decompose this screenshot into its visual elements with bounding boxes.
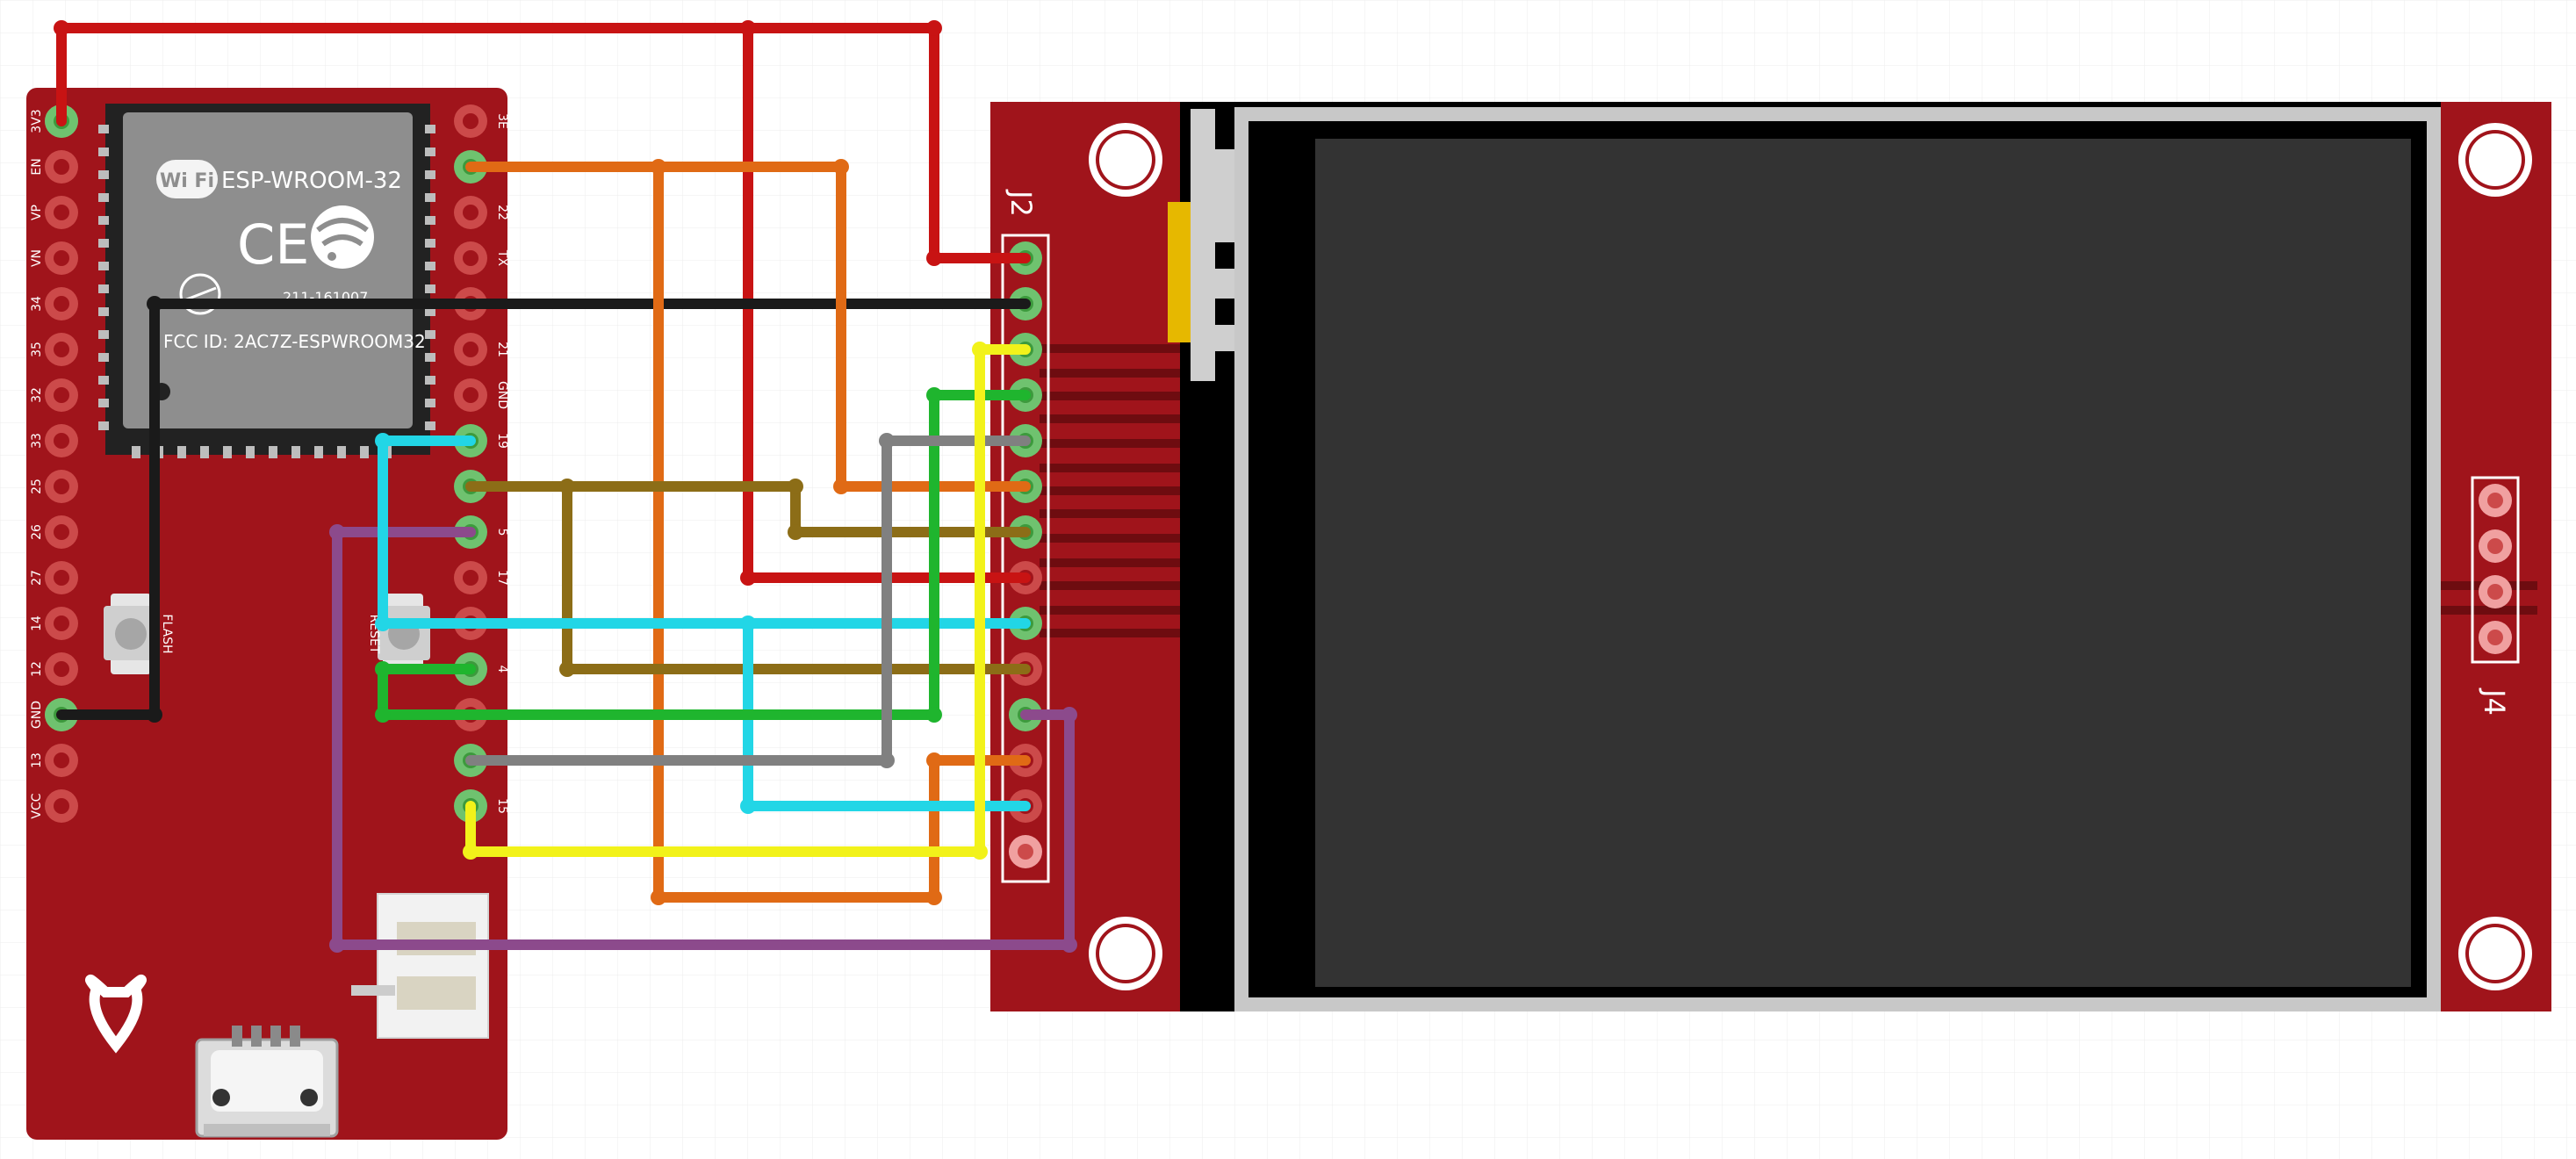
- pin-label-21: 21: [495, 342, 509, 357]
- micro-usb-connector: [195, 1026, 339, 1138]
- flash-button[interactable]: [104, 594, 158, 674]
- mounting-holes: [1089, 123, 2532, 990]
- pin-label-gnd-left: GND: [30, 701, 44, 729]
- pin-label-25: 25: [30, 479, 44, 494]
- pin-label-26: 26: [30, 524, 44, 540]
- right-pin-labels: 3E 22 TX 21 GND 19 5 17 4 15: [495, 113, 509, 814]
- pin-label-32: 32: [30, 387, 44, 403]
- wire-olive-1[interactable]: [465, 481, 1031, 537]
- pin-label-12: 12: [30, 661, 44, 677]
- board-logo-icon: [84, 975, 148, 1054]
- j4-header: [2471, 476, 2520, 664]
- pin-label-22: 22: [495, 205, 509, 220]
- pin-label-3e: 3E: [495, 113, 509, 129]
- esp32-left-header: [45, 104, 78, 823]
- mic-mark-icon: [179, 273, 221, 315]
- wire-green[interactable]: [378, 390, 1031, 720]
- pin-label-3v3: 3V3: [30, 109, 44, 133]
- tft-display-module: J2 J4: [990, 102, 2551, 1011]
- j2-label: J2: [1004, 189, 1038, 217]
- pin-label-27: 27: [30, 570, 44, 586]
- j2-header: [1001, 234, 1050, 883]
- lcd-screen: [1315, 139, 2411, 987]
- j4-label: J4: [2478, 687, 2511, 716]
- esp32-board: Wi Fi ESP-WROOM-32 CE 211-161007 FCC ID:…: [26, 88, 509, 1140]
- left-pin-labels: 3V3 EN VP VN 34 35 32 33 25 26 27 14 12 …: [30, 109, 44, 818]
- reset-button[interactable]: [378, 594, 430, 674]
- pin-label-vp: VP: [30, 205, 44, 220]
- flex-cable-gold: [1168, 202, 1192, 342]
- module-pads: [98, 125, 435, 458]
- pin-label-15: 15: [495, 798, 509, 814]
- pin-label-4: 4: [495, 666, 509, 673]
- pin-label-13: 13: [30, 752, 44, 768]
- module-name-label: ESP-WROOM-32: [221, 168, 402, 194]
- pin-label-17: 17: [495, 570, 509, 586]
- ce-mark: CE: [237, 212, 309, 277]
- pin-label-gnd-right: GND: [495, 381, 509, 409]
- pin-label-19: 19: [495, 433, 509, 449]
- pin-label-35: 35: [30, 342, 44, 357]
- pin-label-tx: TX: [495, 249, 509, 267]
- fcc-id-label: FCC ID: 2AC7Z-ESPWROOM32: [163, 331, 426, 352]
- wifi-logo-text: Wi Fi: [160, 170, 214, 192]
- wire-cyan-1[interactable]: [378, 436, 1031, 629]
- flex-traces: [1040, 344, 2537, 637]
- pin-label-en: EN: [30, 158, 44, 175]
- flex-clip: [1191, 109, 1234, 381]
- wire-bend-points: [54, 20, 1077, 953]
- flash-label: FLASH: [160, 614, 174, 653]
- espressif-logo-icon: [311, 205, 374, 269]
- pin-label-vcc: VCC: [30, 793, 44, 818]
- pin-label-vn: VN: [30, 249, 44, 267]
- pin-label-34: 34: [30, 296, 44, 312]
- wifi-logo: Wi Fi: [156, 160, 218, 198]
- pin-label-33: 33: [30, 433, 44, 449]
- wire-black-gnd[interactable]: [56, 299, 1031, 720]
- pin-label-14: 14: [30, 615, 44, 631]
- wire-gray[interactable]: [465, 436, 1031, 766]
- pin-label-5: 5: [495, 529, 509, 536]
